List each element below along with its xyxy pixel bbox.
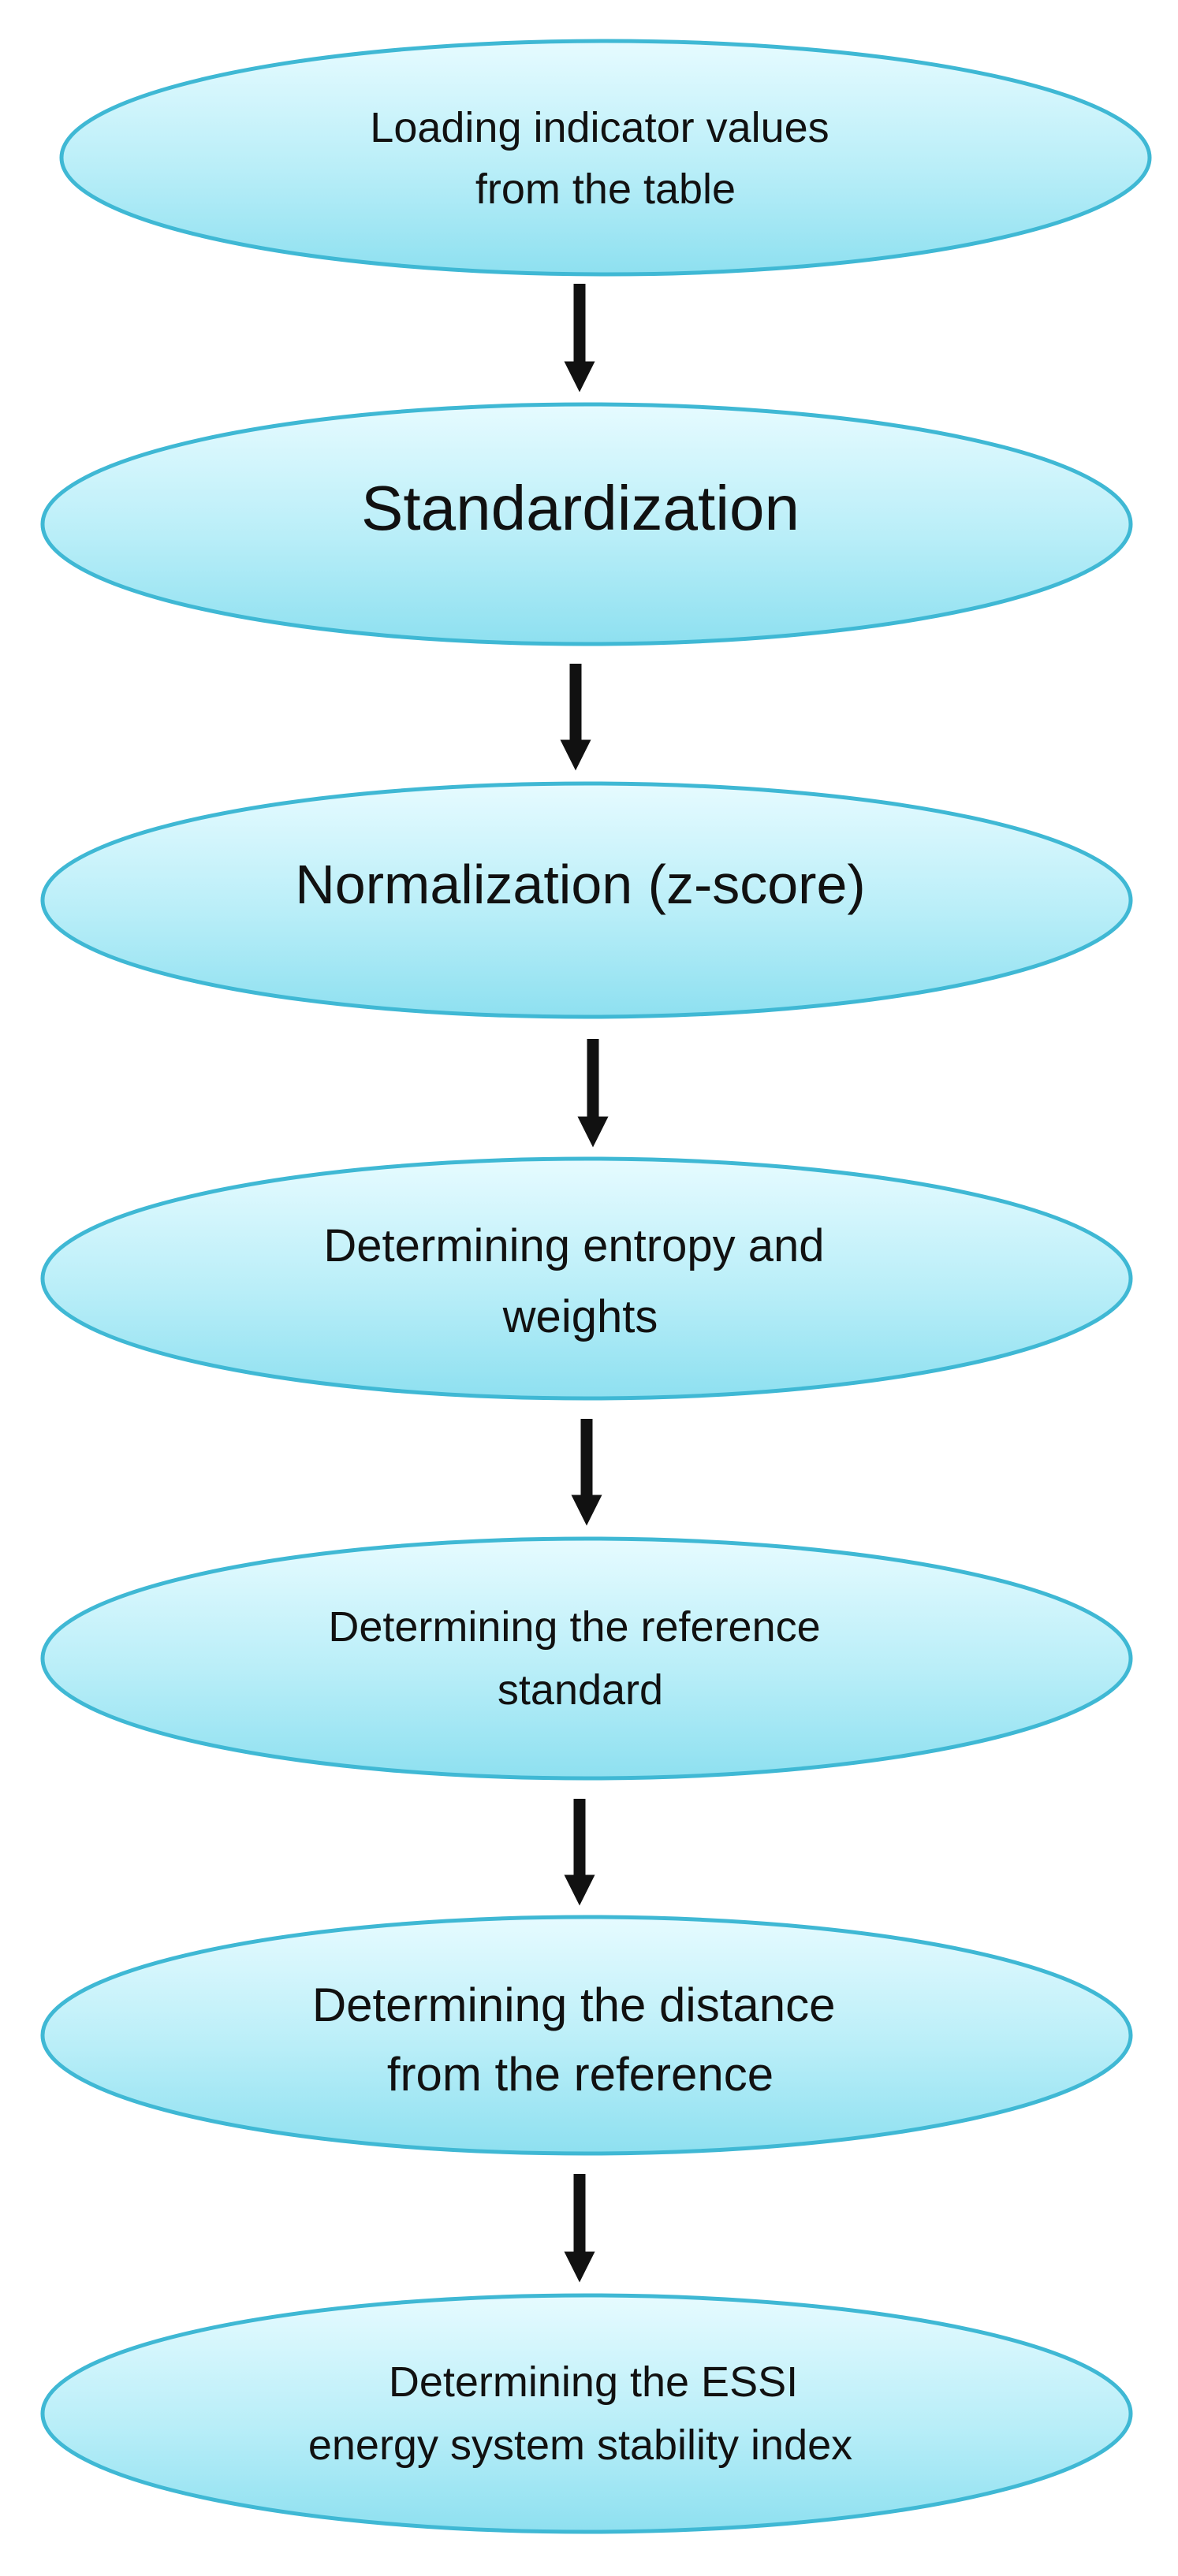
node-label: Normalization (z-score) <box>295 854 865 915</box>
flow-node-normalization: Normalization (z-score) <box>40 781 1133 1019</box>
flow-node-essi-index: Determining the ESSI energy system stabi… <box>40 2293 1133 2534</box>
flow-node-entropy-weights: Determining entropy and weights <box>40 1156 1133 1401</box>
node-ellipse <box>40 1915 1133 2156</box>
node-ellipse <box>40 1536 1133 1781</box>
node-ellipse <box>40 1156 1133 1401</box>
flow-node-loading-indicator-values: Loading indicator values from the table <box>59 39 1152 277</box>
node-label: Determining entropy and weights <box>323 1220 837 1342</box>
node-ellipse <box>40 781 1133 1019</box>
flow-node-reference-standard: Determining the reference standard <box>40 1536 1133 1781</box>
node-ellipse <box>59 39 1152 277</box>
node-label: Standardization <box>361 473 800 543</box>
node-label: Loading indicator values from the table <box>370 104 841 213</box>
node-label: Determining the distance from the refere… <box>312 1979 848 2101</box>
node-ellipse <box>40 402 1133 646</box>
node-label: Determining the ESSI energy system stabi… <box>308 2358 852 2469</box>
node-label: Determining the reference standard <box>328 1603 832 1714</box>
node-ellipse <box>40 2293 1133 2534</box>
flow-node-standardization: Standardization <box>40 402 1133 646</box>
flow-node-distance-from-reference: Determining the distance from the refere… <box>40 1915 1133 2156</box>
